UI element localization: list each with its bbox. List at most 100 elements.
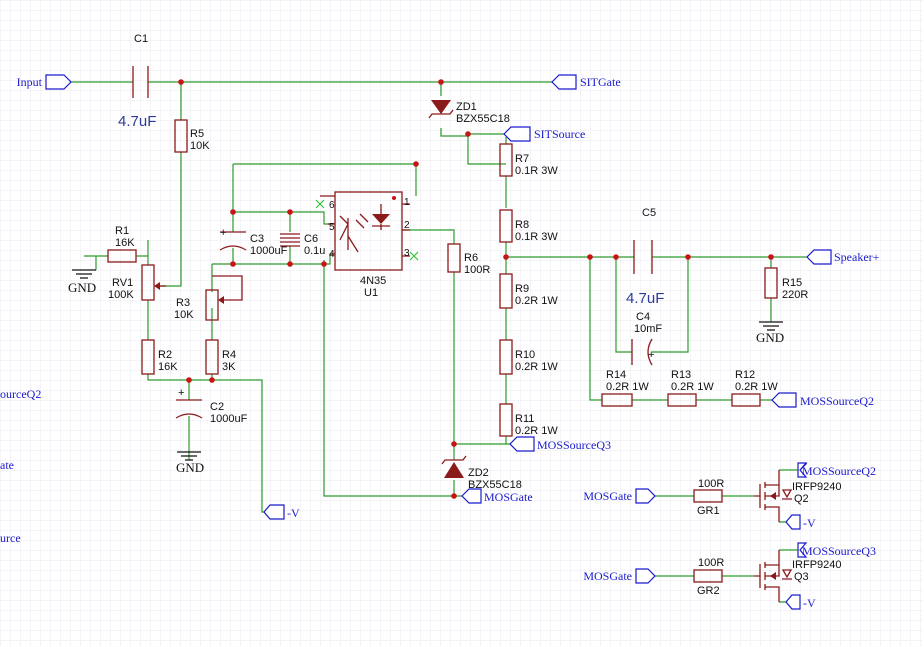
gr2-value: 100R	[698, 557, 724, 569]
r2-ref: R2	[158, 349, 172, 361]
rv1-value: 100K	[108, 289, 134, 301]
r15-value: 220R	[782, 289, 808, 301]
u1-ref: U1	[364, 287, 378, 299]
resistor-r5[interactable]: R5 10K	[174, 119, 210, 153]
r4-value: 3K	[222, 361, 236, 373]
q2-ref: Q2	[794, 493, 809, 505]
r9-value: 0.2R 1W	[515, 295, 558, 307]
u1-pin-4: 4	[329, 249, 335, 260]
r5-value: 10K	[190, 140, 210, 152]
net-flag-q2-drain[interactable]: -V	[785, 514, 816, 530]
r12-value: 0.2R 1W	[735, 381, 778, 393]
c4-ref: C4	[636, 311, 650, 323]
net-flag-q2-source[interactable]: MOSSourceQ2	[797, 462, 876, 478]
r7-value: 0.1R 3W	[515, 165, 558, 177]
resistor-r11[interactable]: R11 0.2R 1W	[499, 403, 558, 437]
c3-ref: C3	[250, 233, 264, 245]
u1-pin-5: 5	[329, 222, 335, 233]
ground-symbol-1: GND	[68, 269, 96, 295]
gnd-label-1: GND	[68, 280, 96, 295]
resistor-r6[interactable]: R6 100R	[447, 243, 490, 276]
resistor-r4[interactable]: R4 3K	[205, 339, 236, 375]
net-label-sitgate: SITGate	[580, 75, 621, 89]
net-flag-q3-drain[interactable]: -V	[785, 594, 816, 610]
r7-ref: R7	[515, 153, 529, 165]
net-flag-q3-source[interactable]: MOSSourceQ3	[797, 542, 876, 558]
net-label-q3-source: MOSSourceQ3	[802, 544, 876, 558]
r14-ref: R14	[606, 369, 626, 381]
r9-ref: R9	[515, 283, 529, 295]
capacitor-c1[interactable]: C1 4.7uF	[118, 33, 156, 130]
capacitor-c6[interactable]: C6 0.1u	[280, 233, 325, 257]
net-label-vneg: -V	[287, 506, 300, 520]
r3-ref: R3	[176, 297, 190, 309]
r2-value: 16K	[158, 361, 178, 373]
net-flag-mossourceq2[interactable]: MOSSourceQ2	[771, 392, 874, 408]
u1-pin-6: 6	[329, 200, 335, 211]
optocoupler-u1[interactable]: 6 5 4 1 2 3 4N35 U1	[320, 191, 410, 299]
mosfet-q3[interactable]: IRFP9240 Q3	[754, 550, 842, 602]
capacitor-c2[interactable]: + C2 1000uF	[175, 387, 248, 425]
q3-ref: Q3	[794, 571, 809, 583]
r3-value: 10K	[174, 309, 194, 321]
r14-value: 0.2R 1W	[606, 381, 649, 393]
net-flag-mosgate-gr1[interactable]: MOSGate	[583, 488, 656, 504]
resistor-r15[interactable]: R15 220R	[764, 267, 808, 301]
resistor-r1[interactable]: R1 16K	[107, 225, 137, 263]
resistor-r14[interactable]: R14 0.2R 1W	[601, 369, 649, 407]
resistor-r9[interactable]: R9 0.2R 1W	[499, 273, 558, 309]
resistor-r7[interactable]: R7 0.1R 3W	[499, 143, 558, 177]
net-flag-sitgate[interactable]: SITGate	[551, 74, 621, 90]
net-label-sitsource: SITSource	[534, 127, 585, 141]
resistor-r2[interactable]: R2 16K	[141, 339, 178, 375]
gr1-value: 100R	[698, 478, 724, 490]
capacitor-c4[interactable]: + C4 10mF	[631, 311, 662, 366]
r8-ref: R8	[515, 219, 529, 231]
net-label-mossourceq2: MOSSourceQ2	[800, 394, 874, 408]
net-flag-vneg[interactable]: -V	[263, 504, 300, 520]
zd2-ref: ZD2	[468, 467, 489, 479]
c1-value: 4.7uF	[118, 113, 156, 130]
zd1-value: BZX55C18	[456, 113, 510, 125]
net-flag-mosgate-gr2[interactable]: MOSGate	[583, 568, 656, 584]
resistor-r10[interactable]: R10 0.2R 1W	[499, 339, 558, 375]
r6-value: 100R	[464, 264, 490, 276]
u1-pin-3: 3	[404, 248, 410, 259]
net-flag-speaker[interactable]: Speaker+	[806, 249, 880, 265]
capacitor-c5[interactable]: C5 4.7uF	[626, 207, 664, 307]
c1-ref: C1	[134, 33, 148, 45]
gnd-label-3: GND	[756, 330, 784, 345]
capacitor-c3[interactable]: + C3 1000uF	[219, 227, 288, 257]
zener-zd1[interactable]: ZD1 BZX55C18	[428, 100, 510, 125]
resistor-gr1[interactable]: 100R GR1	[693, 478, 724, 517]
net-label-mosgate-gr2: MOSGate	[583, 569, 632, 583]
q2-value: IRFP9240	[792, 481, 842, 493]
r10-ref: R10	[515, 349, 535, 361]
net-label-mossourceq3: MOSSourceQ3	[537, 438, 611, 452]
net-label-q2-source: MOSSourceQ2	[802, 464, 876, 478]
r13-ref: R13	[671, 369, 691, 381]
net-flag-mossourceq3[interactable]: MOSSourceQ3	[509, 436, 611, 452]
zener-zd2[interactable]: ZD2 BZX55C18	[441, 455, 522, 491]
r1-value: 16K	[115, 237, 135, 249]
net-flag-sitsource[interactable]: SITSource	[503, 126, 585, 142]
mosfet-q2[interactable]: IRFP9240 Q2	[754, 470, 842, 522]
r12-ref: R12	[735, 369, 755, 381]
gnd-label-2: GND	[176, 460, 204, 475]
net-flag-input[interactable]: Input	[17, 74, 72, 90]
c4-plus: +	[648, 349, 654, 361]
net-flag-mosgate-zd2[interactable]: MOSGate	[461, 488, 533, 504]
potentiometer-rv1[interactable]: RV1 100K	[108, 264, 166, 301]
net-label-q3-drain: -V	[803, 596, 816, 610]
r4-ref: R4	[222, 349, 236, 361]
gr1-ref: GR1	[697, 505, 720, 517]
potentiometer-r3[interactable]: R3 10K	[174, 275, 243, 321]
resistor-r12[interactable]: R12 0.2R 1W	[731, 369, 778, 407]
c6-value: 0.1u	[304, 245, 325, 257]
resistor-r8[interactable]: R8 0.1R 3W	[499, 209, 558, 243]
resistor-r13[interactable]: R13 0.2R 1W	[667, 369, 714, 407]
u1-pin-2: 2	[404, 220, 410, 231]
resistor-gr2[interactable]: 100R GR2	[693, 557, 724, 597]
c3-value: 1000uF	[250, 245, 288, 257]
